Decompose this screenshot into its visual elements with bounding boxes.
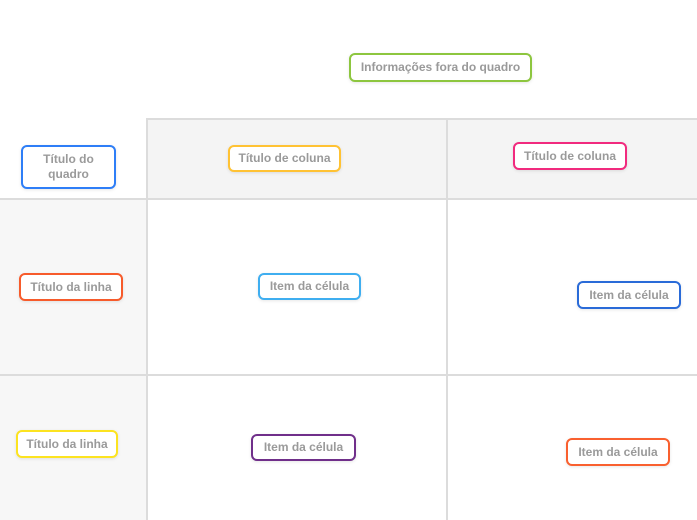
board-title[interactable]: Título do quadro (21, 145, 116, 189)
cell-item-r1c2[interactable]: Item da célula (577, 281, 681, 309)
outside-board-note[interactable]: Informações fora do quadro (349, 53, 532, 82)
row-header-column (0, 199, 147, 520)
column-title-1[interactable]: Título de coluna (228, 145, 341, 172)
column-title-2[interactable]: Título de coluna (513, 142, 627, 170)
cell-item-r2c1[interactable]: Item da célula (251, 434, 356, 461)
row-title-2[interactable]: Título da linha (16, 430, 118, 458)
grid-line-header-top (146, 118, 697, 120)
grid-line-header-bottom (0, 198, 697, 200)
grid-line-column-divider-1 (146, 118, 148, 520)
cell-item-r1c1[interactable]: Item da célula (258, 273, 361, 300)
grid-line-row-divider (0, 374, 697, 376)
cell-item-r2c2[interactable]: Item da célula (566, 438, 670, 466)
row-title-1[interactable]: Título da linha (19, 273, 123, 301)
grid-line-column-divider-2 (446, 118, 448, 520)
